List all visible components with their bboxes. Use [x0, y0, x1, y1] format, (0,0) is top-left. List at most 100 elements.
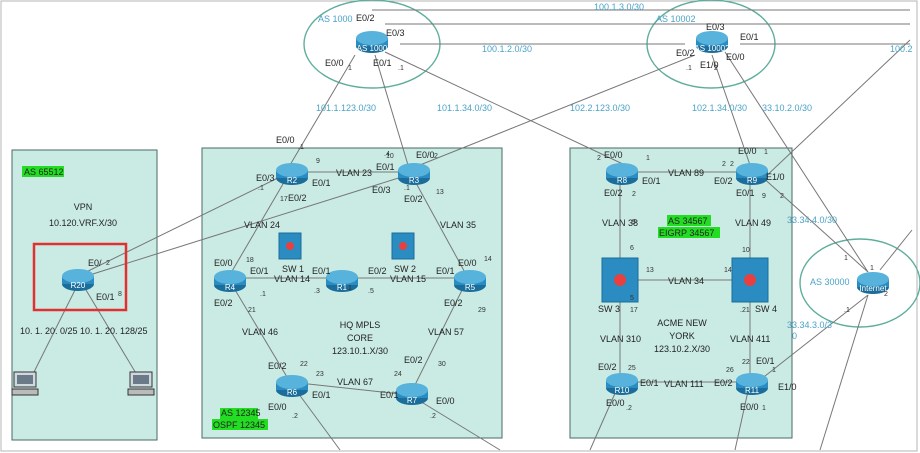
port-tag: 25	[628, 365, 636, 372]
vpn-as-tag-bg	[22, 166, 64, 177]
router-r5[interactable]: R5	[454, 270, 486, 292]
net-100-2: 100.2	[890, 44, 913, 54]
hq-subnet: 123.10.1.X/30	[332, 346, 388, 356]
vpn-name: VPN	[74, 202, 93, 212]
switch-sw3-label: SW 3	[598, 304, 620, 314]
net-101-1-123: 101.1.123.0/30	[316, 103, 376, 113]
if-r6-e02: E0/2	[268, 361, 287, 371]
switch-sw4[interactable]: SW 4	[731, 257, 777, 314]
router-r4[interactable]: R4	[214, 270, 246, 292]
if-r2-e01: E0/1	[312, 178, 331, 188]
switch-sw4-label: SW 4	[755, 304, 777, 314]
hq-as-tag-bg	[220, 408, 258, 419]
vlan-15: VLAN 15	[390, 274, 426, 284]
if-r8-e00: E0/0	[604, 150, 623, 160]
port-tag: .2	[292, 413, 298, 420]
if-r2-e02: E0/2	[288, 193, 307, 203]
if-as10002-e01: E0/1	[740, 32, 759, 42]
router-internet[interactable]: Internet	[857, 272, 889, 294]
pc-icon-right[interactable]	[127, 371, 155, 396]
hq-igp-tag-bg	[212, 419, 268, 430]
port-tag: 1	[348, 65, 352, 72]
port-tag: 2	[884, 291, 888, 298]
router-r9-label: R9	[747, 176, 758, 185]
port-tag: .1	[258, 185, 264, 192]
net-33-10-2: 33.10.2.0/30	[762, 103, 812, 113]
port-tag: .2	[432, 153, 438, 160]
router-r11-label: R11	[745, 386, 760, 395]
if-r7-e02: E0/2	[404, 355, 423, 365]
router-as1000[interactable]: AS 1000	[356, 31, 388, 53]
port-tag: 22	[742, 359, 750, 366]
pc-icon-left[interactable]	[11, 371, 39, 396]
r20-highlight-box	[32, 242, 128, 312]
vpn-lan-a: 10. 1. 20. 0/25	[20, 326, 78, 336]
router-r4-label: R4	[225, 283, 236, 292]
switch-sw3[interactable]: SW 3	[598, 257, 639, 314]
hq-as-label: AS 12345	[221, 408, 261, 418]
if-r9-e01: E0/1	[736, 188, 755, 198]
ny-as-label: AS 34567	[668, 216, 708, 226]
vlan-67: VLAN 67	[337, 377, 373, 387]
vpn-as-label: AS 65512	[24, 167, 64, 177]
router-r8[interactable]: R8	[606, 163, 638, 185]
net-33-34-3-line1: 33.34.3.0/3	[787, 320, 832, 330]
router-r2[interactable]: R2	[276, 163, 308, 185]
switch-sw1[interactable]: SW 1	[278, 232, 304, 274]
port-tag: 5	[632, 219, 636, 226]
port-tag: 8	[118, 291, 122, 298]
ny-igp-label: EIGRP 34567	[659, 228, 714, 238]
port-tag: 26	[726, 367, 734, 374]
port-tag: 2	[632, 191, 636, 198]
router-r6[interactable]: R6	[276, 375, 308, 397]
if-r4-e00: E0/0	[214, 258, 233, 268]
port-tag: 13	[646, 267, 654, 274]
router-r7[interactable]: R7	[396, 383, 428, 405]
vlan-23: VLAN 23	[336, 168, 372, 178]
router-r6-label: R6	[287, 388, 298, 397]
if-r11-e10: E1/0	[778, 382, 797, 392]
router-r3[interactable]: R3	[398, 163, 430, 185]
port-tag: 1	[844, 255, 848, 262]
if-r6-e01: E0/1	[312, 390, 331, 400]
port-tag: 10	[386, 153, 394, 160]
router-r10[interactable]: R10	[606, 373, 638, 395]
vlan-38: VLAN 38	[602, 218, 638, 228]
vlan-411: VLAN 411	[730, 334, 770, 344]
port-tag: 6	[630, 245, 634, 252]
port-tag: .1	[298, 144, 304, 151]
if-r7-e01: E0/1	[380, 390, 399, 400]
router-r1[interactable]: R1	[326, 270, 358, 292]
vlan-14: VLAN 14	[274, 274, 310, 284]
port-tags: 1 .1 .1 2 .1 .1 9 10 .2 .1 17 13 2 18 14…	[106, 65, 888, 420]
vpn-subnet: 10.120.VRF.X/30	[49, 218, 117, 228]
interface-labels: E0/2 E0/3 E0/0 E0/1 E0/3 E0/1 E0/2 E1/0 …	[88, 13, 797, 412]
vlan-34: VLAN 34	[668, 276, 704, 286]
if-r1-e01: E0/1	[312, 266, 331, 276]
net-100-1-3: 100.1.3.0/30	[594, 2, 644, 12]
if-r20-e0: E0/	[88, 258, 102, 268]
port-tag: 2	[722, 161, 726, 168]
switch-sw2-label: SW 2	[394, 264, 416, 274]
if-r2-e00: E0/0	[276, 135, 295, 145]
port-tag: .1	[404, 185, 410, 192]
vlan-111: VLAN 111	[664, 379, 704, 389]
router-r9[interactable]: R9	[736, 163, 768, 185]
as30000-cloud-label: AS 30000	[810, 277, 850, 287]
port-tag: .1	[844, 307, 850, 314]
if-r3-e00: E0/0	[416, 150, 435, 160]
switch-sw2[interactable]: SW 2	[391, 232, 416, 274]
port-tag: 1	[772, 367, 776, 374]
router-r20-label: R20	[71, 281, 86, 290]
port-tag: .5	[368, 288, 374, 295]
ny-name-1: ACME NEW	[657, 318, 707, 328]
port-tag: .4	[384, 151, 390, 158]
as30000-cloud	[799, 238, 920, 328]
if-as10002-e00: E0/0	[726, 52, 745, 62]
port-tag: 1	[646, 155, 650, 162]
if-r5-e00: E0/0	[458, 258, 477, 268]
router-r11[interactable]: R11	[736, 373, 768, 395]
router-as10002[interactable]: AS 10002	[694, 31, 730, 53]
router-r20[interactable]: R20	[62, 269, 94, 291]
port-tag: 2	[730, 161, 734, 168]
